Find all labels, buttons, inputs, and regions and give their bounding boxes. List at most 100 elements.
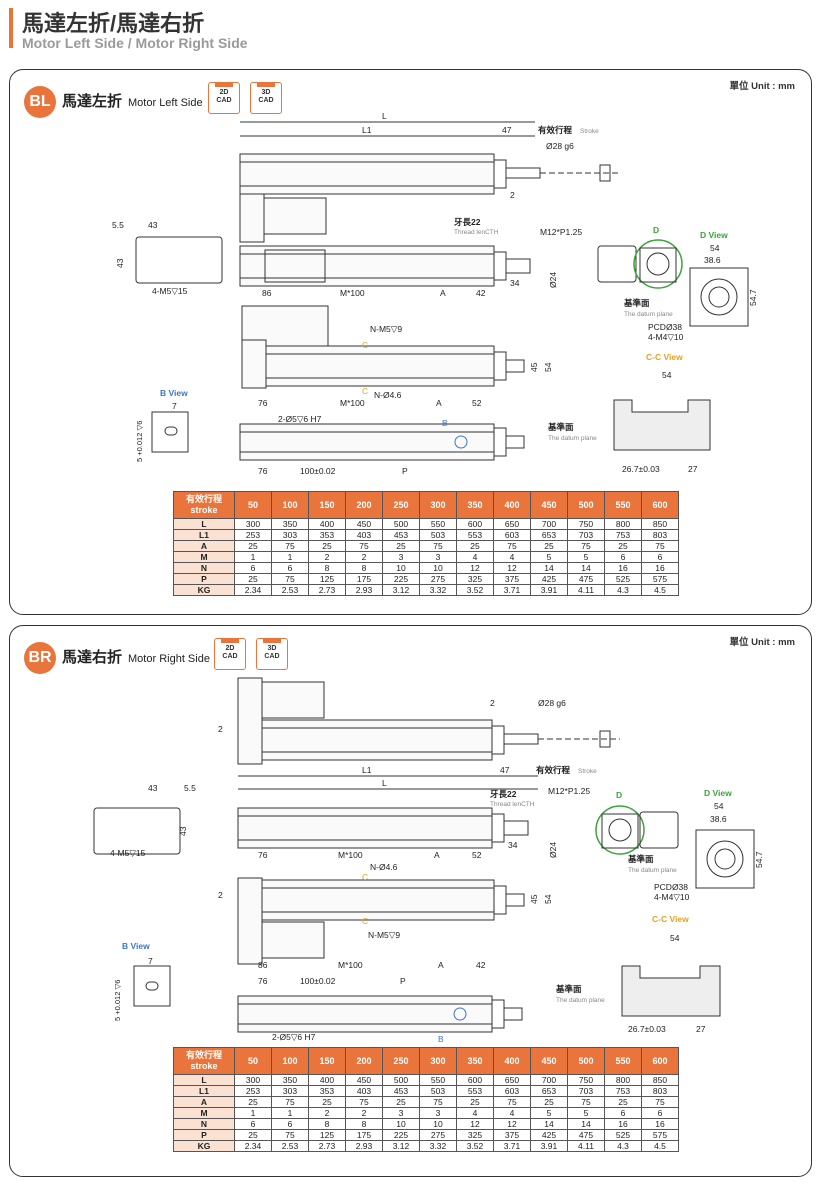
dim-54: 54: [543, 894, 553, 904]
table-cell: 16: [641, 1118, 679, 1130]
dim-52: 52: [472, 398, 482, 408]
table-cell: 750: [567, 518, 605, 530]
table-cell: 8: [345, 1118, 383, 1130]
table-cell: 453: [382, 529, 420, 541]
table-cell: 6: [604, 1107, 642, 1119]
table-cell: 403: [345, 1085, 383, 1097]
technical-drawing-right: 2 Ø28 g6 2 L1 47 有效行程 Stroke L 43 5.5 43…: [93, 677, 764, 1044]
table-cell: 703: [567, 1085, 605, 1097]
stroke-col: 300: [419, 491, 457, 519]
table-cell: 16: [641, 562, 679, 574]
dim-54-d: 54: [714, 801, 724, 811]
table-cell: 525: [604, 573, 642, 585]
dim-47: 47: [502, 125, 512, 135]
cad-2d-button[interactable]: 2D CAD: [214, 638, 246, 670]
cad-2d-button[interactable]: 2D CAD: [208, 82, 240, 114]
row-label: L1: [173, 1085, 235, 1097]
dim-5-5: 5.5: [112, 220, 124, 230]
table-cell: 2.34: [234, 584, 272, 596]
dim-stroke-en: Stroke: [580, 128, 599, 135]
cad-label: 2D: [225, 645, 235, 652]
table-cell: 25: [382, 1096, 420, 1108]
unit-label: 單位 Unit : mm: [729, 81, 795, 92]
label-c: C: [362, 340, 368, 350]
dim-m100b: M*100: [340, 398, 365, 408]
table-cell: 550: [419, 518, 457, 530]
table-cell: 800: [604, 518, 642, 530]
table-cell: 75: [271, 573, 309, 585]
datum-label: 基準面: [627, 854, 654, 864]
stroke-col: 550: [604, 1047, 642, 1075]
dim-pin: 2-Ø5▽6 H7: [278, 414, 322, 424]
dim-pcd: PCDØ38: [654, 882, 688, 892]
dim-nm5: N-M5▽9: [368, 930, 400, 940]
row-label: A: [173, 540, 235, 552]
header-cn: 有效行程: [185, 1050, 222, 1060]
stroke-col: 400: [493, 491, 531, 519]
dim-m12: M12*P1.25: [548, 786, 590, 796]
table-cell: 753: [604, 1085, 642, 1097]
table-cell: 10: [419, 562, 457, 574]
table-cell: 14: [530, 1118, 568, 1130]
stroke-col: 350: [456, 491, 494, 519]
dim-stroke-en: Stroke: [578, 768, 597, 775]
table-cell: 300: [234, 518, 272, 530]
dim-A2: A: [436, 398, 442, 408]
stroke-col: 250: [382, 491, 420, 519]
dim-nm5: N-M5▽9: [370, 324, 402, 334]
table-cell: 75: [345, 540, 383, 552]
dim-2-left-b: 2: [218, 890, 223, 900]
dim-86: 86: [258, 960, 268, 970]
table-cell: 2: [345, 551, 383, 563]
table-cell: 300: [234, 1074, 272, 1086]
stroke-col: 50: [234, 491, 272, 519]
table-cell: 25: [234, 573, 272, 585]
table-cell: 125: [308, 573, 346, 585]
table-cell: 325: [456, 573, 494, 585]
section-badge: BR: [24, 642, 56, 674]
dim-L1: L1: [362, 765, 372, 775]
table-cell: 303: [271, 529, 309, 541]
table-cell: 25: [234, 1096, 272, 1108]
cad-sub: CAD: [264, 653, 280, 660]
dim-27: 27: [688, 464, 698, 474]
datum-label-en-2: The datum plane: [548, 435, 597, 442]
table-cell: 450: [345, 1074, 383, 1086]
stroke-col: 600: [641, 1047, 679, 1075]
datum-label-2: 基準面: [547, 422, 574, 432]
dim-7: 7: [172, 401, 177, 411]
section-badge: BL: [24, 86, 56, 118]
dim-76: 76: [258, 398, 268, 408]
dim-A2: A: [438, 960, 444, 970]
table-cell: 2: [308, 551, 346, 563]
cad-3d-button[interactable]: 3D CAD: [256, 638, 288, 670]
label-d: D: [616, 790, 622, 800]
cad-3d-button[interactable]: 3D CAD: [250, 82, 282, 114]
table-cell: 75: [345, 1096, 383, 1108]
table-cell: 603: [493, 529, 531, 541]
table-cell: 25: [234, 540, 272, 552]
row-label: KG: [173, 1140, 235, 1152]
table-cell: 350: [271, 518, 309, 530]
unit-label: 單位 Unit : mm: [729, 637, 795, 648]
section-title-en: Motor Left Side: [128, 97, 203, 109]
table-cell: 8: [345, 562, 383, 574]
stroke-col: 100: [271, 491, 309, 519]
table-cell: 703: [567, 529, 605, 541]
table-cell: 1: [234, 551, 272, 563]
table-cell: 553: [456, 529, 494, 541]
table-cell: 25: [456, 540, 494, 552]
table-cell: 75: [271, 1096, 309, 1108]
table-cell: 600: [456, 1074, 494, 1086]
